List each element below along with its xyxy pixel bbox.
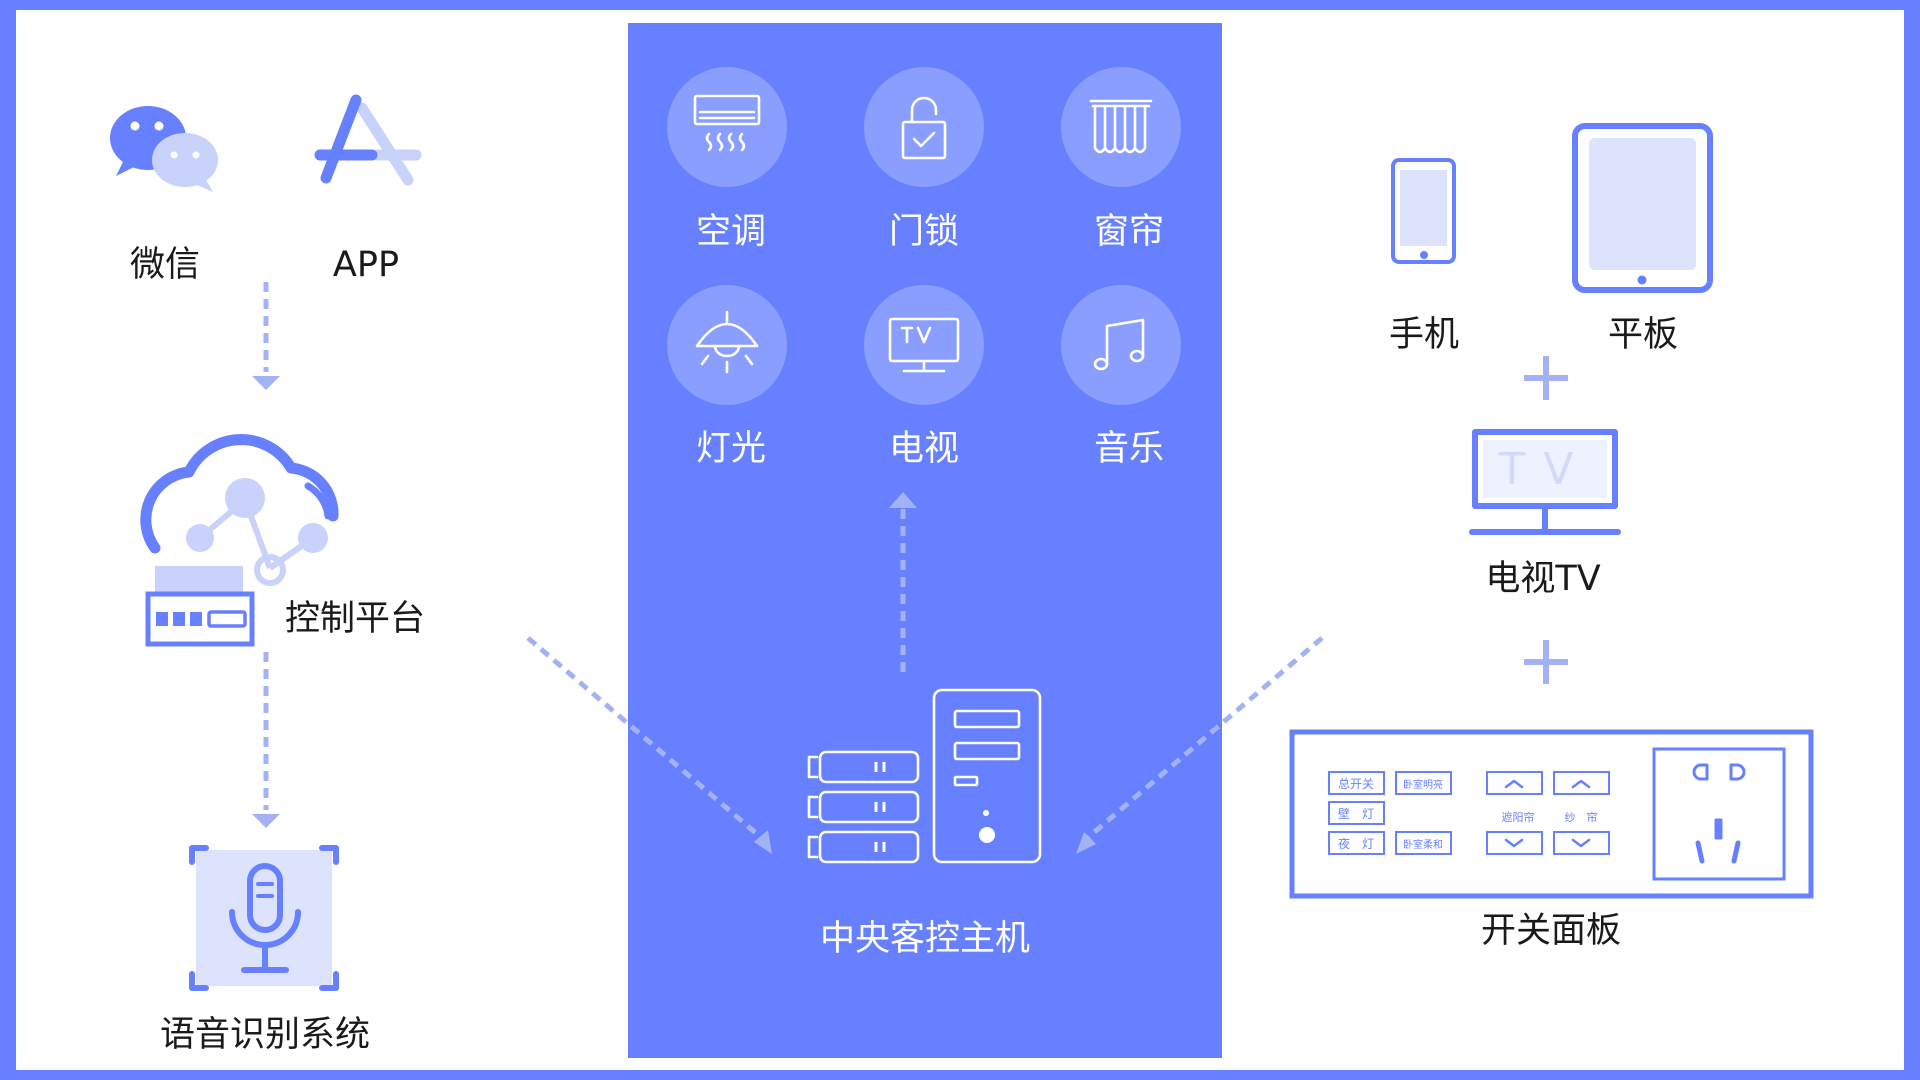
device-label-curtain: 窗帘: [1093, 212, 1165, 252]
tv-circle: [864, 285, 984, 405]
television-icon: TV: [1469, 429, 1621, 535]
door-lock-circle: [864, 67, 984, 187]
device-label-door-lock: 门锁: [888, 212, 960, 252]
svg-text:总开关: 总开关: [1338, 777, 1374, 791]
center-host-panel: [628, 23, 1222, 1058]
device-label-lamp: 灯光: [695, 429, 767, 469]
switch-button: 总开关: [1328, 771, 1385, 795]
svg-text:卧室明亮: 卧室明亮: [1403, 778, 1443, 791]
curtain-label: 遮阳帘: [1502, 810, 1535, 824]
microphone-icon: [189, 845, 339, 991]
central-host-icon: [807, 688, 1042, 864]
flow-arrows: [252, 282, 1324, 854]
tv-screen-text: TV: [1498, 444, 1592, 495]
wechat-icon: [110, 106, 218, 192]
curtain-circle: [1061, 67, 1181, 187]
central-host-label: 中央客控主机: [819, 919, 1031, 959]
lamp-icon: [695, 310, 759, 374]
device-label-air-conditioner: 空调: [695, 212, 767, 252]
switch-panel-label: 开关面板: [1480, 911, 1622, 951]
music-circle: [1061, 285, 1181, 405]
phone-icon: [1391, 158, 1456, 264]
svg-text:卧室柔和: 卧室柔和: [1403, 838, 1443, 851]
voice-recognition-label: 语音识别系统: [159, 1015, 371, 1055]
tablet-icon: [1572, 123, 1713, 293]
switch-button: 卧室柔和: [1395, 831, 1452, 855]
curtain-down-button: [1486, 831, 1610, 855]
tablet-label: 平板: [1607, 315, 1679, 355]
curtain-icon: [1089, 99, 1153, 154]
switch-panel-icon: 总开关 卧室明亮 壁 灯 夜 灯 卧室柔和 遮阳帘 纱 帘: [1289, 729, 1814, 899]
air-conditioner-icon: [693, 94, 761, 152]
switch-button: 壁 灯: [1328, 801, 1385, 825]
switch-button: 卧室明亮: [1395, 771, 1452, 795]
wechat-label: 微信: [129, 245, 201, 285]
phone-label: 手机: [1388, 315, 1460, 355]
cloud-platform-icon: [140, 434, 339, 647]
plus-icon: [1524, 356, 1568, 684]
switch-button: 夜 灯: [1328, 831, 1385, 855]
control-platform-label: 控制平台: [285, 599, 426, 639]
tv-icon: [888, 317, 960, 373]
app-label: APP: [332, 245, 400, 285]
music-note-icon: [1093, 318, 1145, 371]
curtain-up-button: [1486, 771, 1610, 795]
svg-text:壁 灯: 壁 灯: [1338, 806, 1374, 821]
curtain-label: 纱 帘: [1565, 810, 1598, 824]
device-label-music: 音乐: [1093, 429, 1165, 469]
air-conditioner-circle: [667, 67, 787, 187]
tv-label: 电视TV: [1485, 559, 1601, 599]
door-lock-icon: [901, 96, 947, 160]
device-label-tv: 电视: [888, 429, 960, 469]
svg-text:夜 灯: 夜 灯: [1338, 836, 1374, 851]
socket-icon: [1692, 763, 1746, 864]
app-store-icon: [314, 94, 422, 186]
